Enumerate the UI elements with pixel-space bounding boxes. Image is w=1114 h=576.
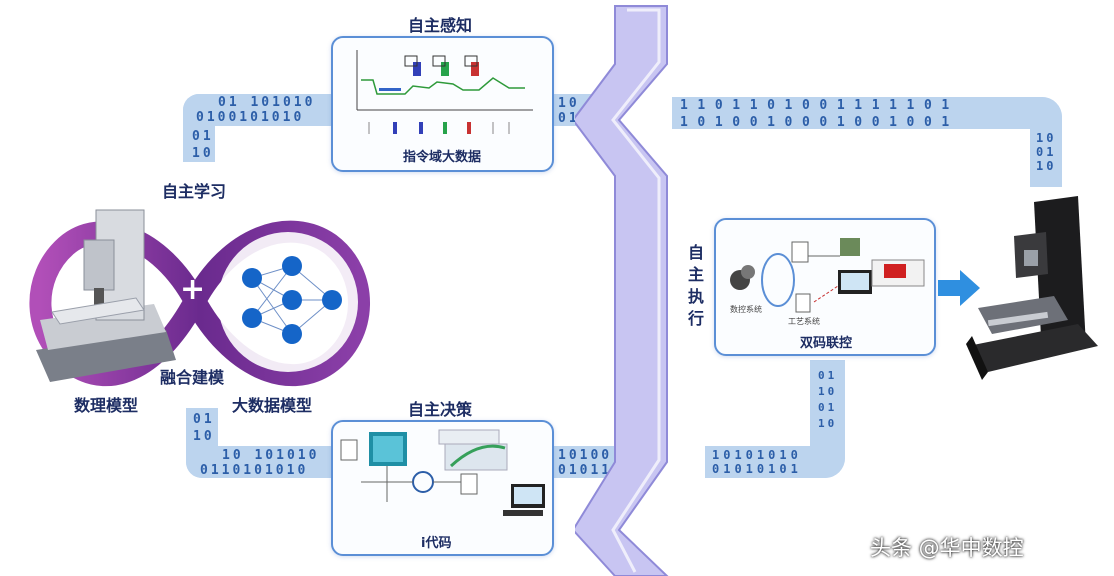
- right-panel: 数控系统 工艺系统 双码联控: [714, 218, 936, 356]
- bits-top-right-col-1: 10: [1036, 131, 1057, 145]
- right-panel-tiny-label-2: 工艺系统: [788, 317, 820, 326]
- physical-model-label: 数理模型: [74, 396, 139, 415]
- bits-top-left-col-1: 01: [192, 129, 214, 144]
- machine-tool-right-icon: [966, 196, 1098, 380]
- dual-code-control-icon: [730, 238, 925, 313]
- right-panel-tiny-label-1: 数控系统: [730, 305, 762, 314]
- bits-bottom-left-row2: 0110101010: [200, 463, 309, 478]
- bottom-panel-caption: i代码: [421, 536, 452, 551]
- bigdata-model-label: 大数据模型: [232, 396, 313, 415]
- right-panel-title: 自主执行: [687, 243, 704, 328]
- bits-bottom-left-col-2: 10: [193, 429, 215, 444]
- bits-top-right-row2: 1010010001001001: [680, 115, 959, 130]
- top-panel-title: 自主感知: [408, 16, 473, 35]
- zigzag-divider: [575, 5, 669, 576]
- bits-bottom-right-col-1: 01: [818, 369, 838, 382]
- bits-bottom-mid-2: 01011: [558, 463, 613, 478]
- bits-top-mid-1: 10: [558, 96, 580, 111]
- decision-flow-icon: [340, 429, 545, 516]
- bits-top-left-row1: 01 101010: [218, 95, 316, 110]
- bits-top-left-row2: 0100101010: [196, 110, 305, 125]
- bits-top-mid-2: 01: [558, 111, 580, 126]
- bits-bottom-right-row1: 10101010: [712, 448, 802, 462]
- pipe-bottom-right-vertical: [810, 360, 845, 478]
- bits-bottom-left-row1: 10 101010: [222, 448, 320, 463]
- learning-label: 自主学习: [162, 182, 227, 201]
- bits-top-right-row1: 1101101001111101: [680, 98, 959, 113]
- pipe-top-right-vertical: [1030, 97, 1062, 187]
- top-panel-caption: 指令域大数据: [403, 150, 482, 165]
- top-panel: 指令域大数据: [331, 36, 554, 172]
- bits-bottom-right-row2: 01010101: [712, 462, 802, 476]
- bits-bottom-right-col-3: 01: [818, 401, 838, 414]
- pipe-top-right-horizontal: [672, 97, 1062, 129]
- neural-network-icon: [242, 256, 342, 344]
- bits-bottom-mid-1: 10100: [558, 448, 613, 463]
- pipe-top-left-vertical: [183, 94, 215, 162]
- bits-bottom-right-col-2: 10: [818, 385, 838, 398]
- bits-top-right-col-3: 10: [1036, 159, 1057, 173]
- watermark: 头条 @华中数控: [870, 536, 1024, 560]
- right-panel-caption: 双码联控: [800, 336, 853, 351]
- signal-chart-icon: [356, 50, 533, 134]
- machine-tool-left-icon: [36, 209, 176, 382]
- bits-top-left-col-2: 10: [192, 146, 214, 161]
- plus-sign: +: [180, 272, 206, 307]
- pipe-bottom-left-horizontal: [186, 446, 331, 478]
- arrow-right-icon: [938, 270, 980, 306]
- bits-top-right-col-2: 01: [1036, 145, 1057, 159]
- bottom-panel-title: 自主决策: [408, 400, 473, 419]
- bits-bottom-right-col-4: 10: [818, 417, 838, 430]
- fusion-label: 融合建模: [160, 368, 225, 387]
- bits-bottom-left-col-1: 01: [193, 412, 215, 427]
- bottom-panel: i代码: [331, 420, 554, 556]
